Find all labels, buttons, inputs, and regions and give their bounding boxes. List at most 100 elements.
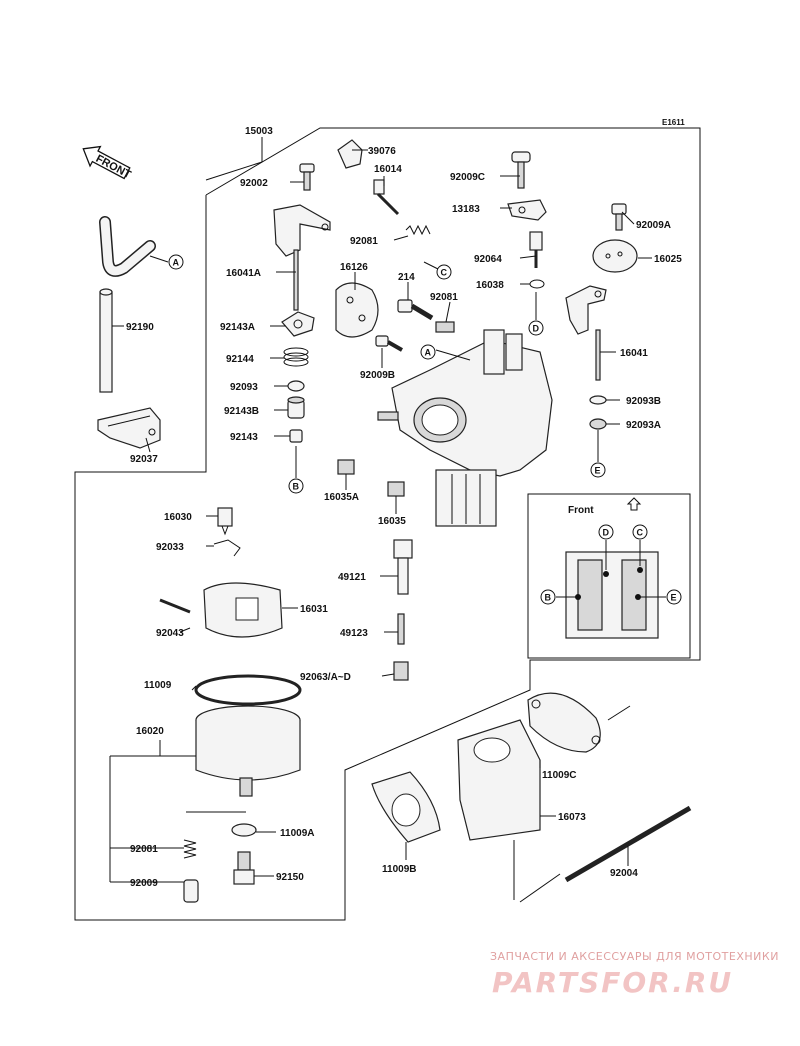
part-label: 92144 — [226, 354, 254, 365]
svg-text:A: A — [173, 258, 180, 268]
part-label: 92063/A~D — [300, 672, 351, 683]
part-label: 92143B — [224, 406, 259, 417]
bowl-16020 — [195, 705, 301, 797]
jet-49123 — [397, 613, 405, 645]
screw-92009 — [183, 879, 199, 903]
part-label: 16041A — [226, 268, 261, 279]
part-label: 15003 — [245, 126, 273, 137]
spring-92081-mid — [435, 321, 455, 333]
clip-92033 — [213, 539, 241, 557]
ref-circle-A2: A — [420, 344, 436, 360]
inset-ref-E: E — [666, 589, 682, 605]
lever-16041A — [273, 204, 331, 311]
part-label: 16020 — [136, 726, 164, 737]
plate-92143A — [281, 311, 315, 337]
ref-circle-D1: D — [528, 320, 544, 336]
svg-text:C: C — [637, 528, 644, 538]
inset-ref-B: B — [540, 589, 556, 605]
cap-16025 — [592, 239, 638, 273]
svg-text:C: C — [441, 268, 448, 278]
part-label: 16073 — [558, 812, 586, 823]
ref-circle-B1: B — [288, 478, 304, 494]
valve-92064 — [529, 231, 543, 268]
bolt-92150 — [233, 851, 255, 885]
screw-92009C — [511, 151, 531, 189]
svg-text:E: E — [671, 593, 677, 603]
collar-92093A — [589, 418, 607, 430]
part-label: 13183 — [452, 204, 480, 215]
cover-16126 — [335, 282, 379, 338]
gasket-11009C — [527, 692, 601, 753]
part-label: 92081 — [130, 844, 158, 855]
part-label: 92064 — [474, 254, 502, 265]
part-label: 11009 — [144, 680, 172, 691]
washer-92093B — [589, 395, 607, 405]
part-label: 16126 — [340, 262, 368, 273]
part-labels: 15003 39076 16014 92002 92009C 13183 920… — [126, 126, 682, 889]
collar-92143 — [289, 429, 303, 443]
screw-92009A — [611, 203, 627, 231]
watermark-logo: PARTSFOR.RU — [492, 966, 733, 999]
part-label: 92002 — [240, 178, 268, 189]
emulsion-49121 — [393, 539, 413, 595]
jet-92063 — [393, 661, 409, 681]
oring-16038 — [529, 279, 545, 289]
assembly-frame — [74, 127, 701, 921]
screw-92002 — [299, 163, 315, 191]
spring-92081-bottom — [183, 839, 197, 859]
part-label: 92009B — [360, 370, 395, 381]
float-16031 — [203, 582, 283, 638]
inset-title: Front — [568, 505, 594, 516]
pin-92043 — [159, 598, 191, 614]
screw-92009B — [375, 335, 403, 352]
gasket-11009 — [194, 674, 302, 706]
stud-92004 — [564, 805, 692, 883]
part-label: 16035 — [378, 516, 406, 527]
part-label: 39076 — [368, 146, 396, 157]
screw-214 — [397, 299, 434, 321]
svg-text:E: E — [595, 466, 601, 476]
ref-circle-A1: A — [168, 254, 184, 270]
part-label: 92009A — [636, 220, 671, 231]
part-label: 92093 — [230, 382, 258, 393]
part-label: 92081 — [350, 236, 378, 247]
part-label: 16041 — [620, 348, 648, 359]
ref-circle-C1: C — [436, 264, 452, 280]
ref-circle-E1: E — [590, 462, 606, 478]
part-label: 92033 — [156, 542, 184, 553]
part-label: 92143 — [230, 432, 258, 443]
part-label: 16025 — [654, 254, 682, 265]
part-label: 92150 — [276, 872, 304, 883]
svg-text:D: D — [603, 528, 610, 538]
valve-16030 — [217, 507, 233, 536]
part-label: 92009 — [130, 878, 158, 889]
inset-carb-front — [565, 551, 659, 639]
part-label: 92037 — [130, 454, 158, 465]
part-label: 11009C — [542, 770, 576, 781]
needle-16014 — [373, 179, 400, 216]
collar-92143B — [287, 396, 305, 419]
diagram-code: E1611 — [662, 118, 685, 127]
spring-92081-top — [405, 224, 431, 236]
clip-92037 — [97, 407, 161, 449]
part-label: 92093A — [626, 420, 661, 431]
part-label: 16038 — [476, 280, 504, 291]
part-label: 49123 — [340, 628, 368, 639]
svg-text:FRONT: FRONT — [94, 153, 133, 182]
part-label: 92081 — [430, 292, 458, 303]
part-label: 92009C — [450, 172, 485, 183]
up-arrow-icon — [626, 497, 642, 511]
jet-16035 — [387, 481, 405, 497]
inset-ref-D: D — [598, 524, 614, 540]
gasket-11009B — [371, 771, 441, 843]
part-label: 92143A — [220, 322, 255, 333]
svg-text:B: B — [293, 482, 300, 492]
part-label: 214 — [398, 272, 415, 283]
lever-16041 — [565, 285, 607, 381]
part-label: 92093B — [626, 396, 661, 407]
part-label: 11009B — [382, 864, 416, 875]
jet-16035A — [337, 459, 355, 475]
part-label: 16014 — [374, 164, 402, 175]
part-label: 16030 — [164, 512, 192, 523]
